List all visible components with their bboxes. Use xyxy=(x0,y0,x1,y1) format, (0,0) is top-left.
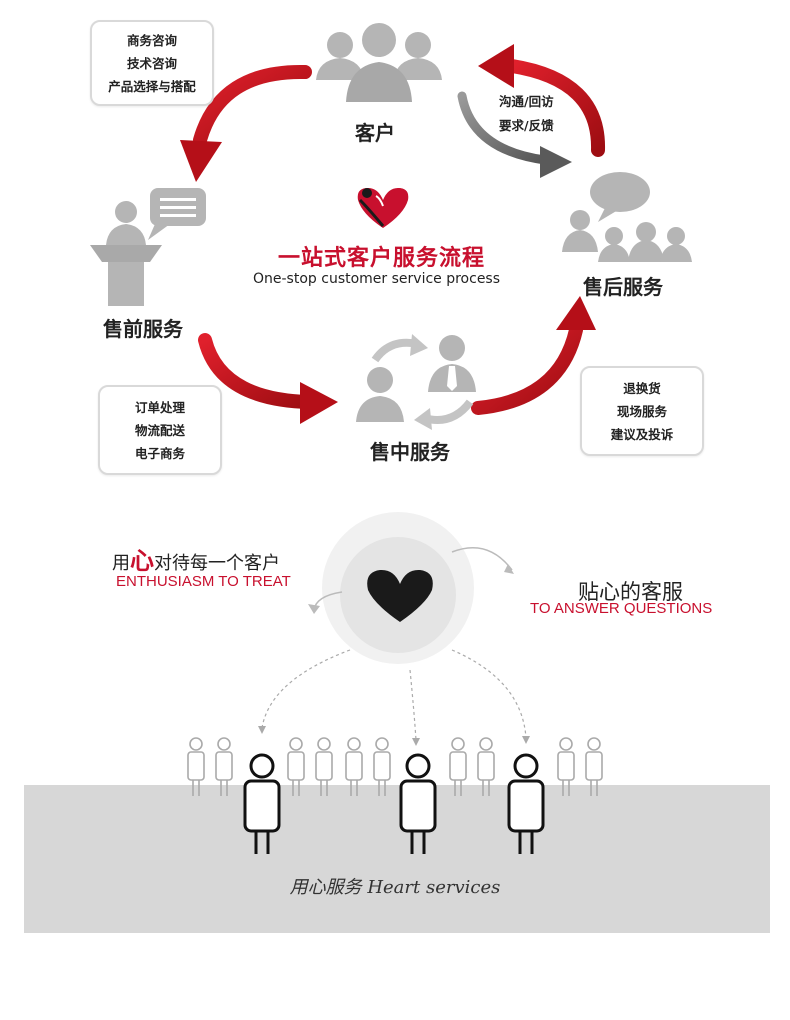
arrow-customer-to-presale xyxy=(180,64,312,182)
box-line: 现场服务 xyxy=(616,403,667,419)
dashed-arrow-right xyxy=(451,649,527,739)
arrow-aftersale-to-customer xyxy=(478,44,606,157)
customer-group-icon xyxy=(316,23,442,102)
heart-people-logo-icon xyxy=(357,188,409,228)
enthusiasm-cn: 用心对待每一个客户 xyxy=(112,541,280,576)
node-aftersale-label: 售后服务 xyxy=(583,275,663,299)
caring-service-en: TO ANSWER QUESTIONS xyxy=(530,600,713,617)
insale-exchange-icon xyxy=(356,334,476,430)
diagram-subtitle: One-stop customer service process xyxy=(253,271,501,287)
node-insale-label: 售中服务 xyxy=(370,440,450,464)
feedback-note: 沟通/回访 要求/反馈 xyxy=(499,90,554,138)
dashed-arrowhead-middle xyxy=(412,738,420,746)
enthusiasm-cn-prefix: 用 xyxy=(112,553,130,574)
right-curve-arrowhead xyxy=(504,564,514,574)
dashed-arrow-middle xyxy=(409,669,417,741)
box-line: 电子商务 xyxy=(134,445,185,461)
note-line: 沟通/回访 xyxy=(499,94,554,109)
service-cycle-diagram xyxy=(90,23,692,430)
box-presale-consulting: 商务咨询 技术咨询 产品选择与搭配 xyxy=(90,20,214,106)
left-curve-arrowhead xyxy=(308,604,320,614)
box-line: 技术咨询 xyxy=(126,55,177,71)
heart-services-footer: 用心服务 Heart services xyxy=(289,877,501,898)
highlighted-figures xyxy=(243,753,545,854)
note-line: 要求/反馈 xyxy=(499,118,554,133)
box-line: 建议及投诉 xyxy=(610,426,674,442)
heart-icon xyxy=(367,569,433,622)
right-curve-arrow xyxy=(451,547,513,571)
presale-speaker-icon xyxy=(90,188,206,306)
arrow-insale-to-aftersale xyxy=(471,296,596,415)
heart-service-illustration xyxy=(187,512,603,854)
arrow-presale-to-insale xyxy=(198,333,338,424)
box-line: 产品选择与搭配 xyxy=(108,78,196,94)
aftersale-chat-group-icon xyxy=(562,172,692,262)
dashed-arrow-left xyxy=(261,649,351,729)
diagram-title: 一站式客户服务流程 xyxy=(278,246,486,271)
box-line: 物流配送 xyxy=(134,422,185,438)
box-line: 商务咨询 xyxy=(126,32,177,48)
box-line: 退换货 xyxy=(623,380,661,396)
enthusiasm-cn-highlight: 心 xyxy=(130,547,154,575)
box-aftersale-support: 退换货 现场服务 建议及投诉 xyxy=(580,366,704,456)
dashed-arrowhead-left xyxy=(258,726,266,734)
caring-service-cn: 贴心的客服 xyxy=(578,580,683,604)
node-presale-label: 售前服务 xyxy=(103,317,183,341)
arrow-customer-to-aftersale-gray xyxy=(457,91,572,178)
crowd-figures xyxy=(187,737,603,796)
ground-band xyxy=(24,785,770,933)
box-insale-operations: 订单处理 物流配送 电子商务 xyxy=(98,385,222,475)
box-line: 订单处理 xyxy=(134,399,185,415)
enthusiasm-en: ENTHUSIASM TO TREAT xyxy=(116,573,291,590)
dashed-arrowhead-right xyxy=(522,736,530,744)
node-customer-label: 客户 xyxy=(355,121,395,145)
enthusiasm-cn-suffix: 对待每一个客户 xyxy=(154,553,280,574)
